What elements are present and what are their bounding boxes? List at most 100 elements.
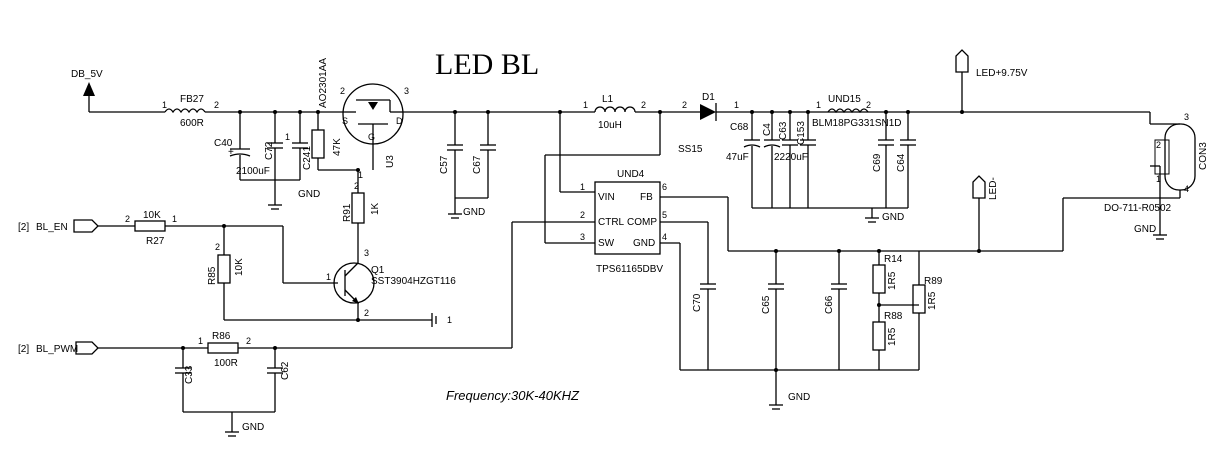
schematic-title: LED BL <box>435 48 539 81</box>
svg-text:2: 2 <box>641 100 646 110</box>
r88-resistor: R88 1R5 <box>872 303 919 370</box>
led-plus-port: LED+9.75V <box>955 49 1028 114</box>
svg-text:U3: U3 <box>385 155 396 168</box>
svg-text:1: 1 <box>816 100 821 110</box>
r86-resistor: R86 100R 1 2 <box>198 331 512 369</box>
r85-resistor: 2 R85 10K <box>207 224 245 320</box>
svg-text:C241: C241 <box>302 146 313 170</box>
svg-text:1: 1 <box>1156 174 1161 184</box>
r89-resistor: R89 1R5 <box>912 251 943 370</box>
svg-text:Q1: Q1 <box>371 265 385 276</box>
c57-cap: C57 <box>439 110 463 198</box>
gnd-c57-icon: GND <box>448 198 485 219</box>
svg-text:3: 3 <box>404 86 409 96</box>
svg-text:4: 4 <box>662 232 667 242</box>
svg-text:CTRL: CTRL <box>598 217 625 228</box>
svg-text:3: 3 <box>580 232 585 242</box>
q1-npn: 1 2 3 Q1 SST3904HZGT116 <box>326 248 456 320</box>
bl-pwm-port: [2] BL_PWM <box>18 341 208 355</box>
svg-text:C40: C40 <box>214 138 233 149</box>
c65-cap: C65 <box>761 249 784 370</box>
r14-resistor: R14 1R5 <box>872 249 903 322</box>
svg-text:R88: R88 <box>884 311 903 322</box>
svg-text:D: D <box>396 116 403 126</box>
gnd-fb-icon: GND <box>769 368 810 410</box>
r47k-resistor: 47K <box>311 110 358 171</box>
svg-text:2: 2 <box>246 336 251 346</box>
svg-text:R91: R91 <box>342 203 353 222</box>
svg-text:47K: 47K <box>332 138 343 156</box>
svg-text:BL_EN: BL_EN <box>36 222 68 233</box>
svg-text:C33: C33 <box>184 365 195 384</box>
svg-text:1: 1 <box>198 336 203 346</box>
svg-text:2: 2 <box>215 242 220 252</box>
svg-text:1K: 1K <box>370 202 381 215</box>
und4-ic: UND4 TPS61165DBV VIN CTRL SW FB COMP GND… <box>580 169 667 275</box>
svg-text:GND: GND <box>1134 224 1156 235</box>
svg-text:R27: R27 <box>146 236 165 247</box>
fb27-value: 600R <box>180 118 204 129</box>
svg-text:C66: C66 <box>824 295 835 314</box>
c68-cap: C68 47uF <box>726 110 761 208</box>
svg-text:SS15: SS15 <box>678 144 703 155</box>
vin-net-label: DB_5V <box>71 69 103 80</box>
svg-text:C69: C69 <box>872 153 883 172</box>
svg-text:C153: C153 <box>796 121 807 145</box>
svg-text:2: 2 <box>354 181 359 191</box>
svg-text:2: 2 <box>364 308 369 318</box>
svg-text:1: 1 <box>580 182 585 192</box>
u3-pmos: S D G 2 3 1 AO2301AA U3 <box>318 58 409 180</box>
c72-cap: C72 1 <box>264 110 290 205</box>
svg-text:5: 5 <box>662 210 667 220</box>
svg-text:SST3904HZGT116: SST3904HZGT116 <box>371 276 456 287</box>
svg-text:LED+9.75V: LED+9.75V <box>976 68 1028 79</box>
svg-text:C63: C63 <box>778 121 789 140</box>
svg-text:C72: C72 <box>264 141 275 160</box>
svg-text:R85: R85 <box>207 266 218 285</box>
c69-cap: C69 <box>872 110 894 208</box>
svg-text:10uH: 10uH <box>598 120 622 131</box>
gnd-c72-icon: GND <box>268 189 320 210</box>
vin-arrow-icon <box>83 82 95 96</box>
svg-text:1R5: 1R5 <box>887 327 898 346</box>
c67-cap: C67 <box>472 110 496 198</box>
svg-text:+: + <box>228 147 234 158</box>
r27-resistor: 2 1 10K R27 <box>125 210 283 247</box>
svg-text:C62: C62 <box>280 361 291 380</box>
svg-text:2: 2 <box>866 100 871 110</box>
r91-resistor: 2 R91 1K <box>342 168 381 248</box>
svg-text:GND: GND <box>633 238 655 249</box>
svg-text:R14: R14 <box>884 254 903 265</box>
svg-text:2: 2 <box>340 86 345 96</box>
svg-text:3: 3 <box>364 248 369 258</box>
svg-text:GND: GND <box>298 189 320 200</box>
gnd-con-icon: GND <box>1134 224 1167 240</box>
c33-cap: C33 <box>175 346 195 412</box>
l1-inductor: 1 2 L1 10uH <box>558 94 700 131</box>
svg-text:C70: C70 <box>692 293 703 312</box>
c62-cap: C62 <box>267 346 291 412</box>
svg-text:UND4: UND4 <box>617 169 645 180</box>
svg-text:VIN: VIN <box>598 192 615 203</box>
svg-text:TPS61165DBV: TPS61165DBV <box>596 264 663 275</box>
svg-text:1: 1 <box>326 272 331 282</box>
svg-text:BL_PWM: BL_PWM <box>36 344 78 355</box>
svg-text:1: 1 <box>162 100 167 110</box>
svg-text:[2]: [2] <box>18 222 29 233</box>
svg-text:2: 2 <box>1156 140 1161 150</box>
svg-text:100R: 100R <box>214 358 238 369</box>
svg-text:CON3: CON3 <box>1198 142 1209 170</box>
svg-text:G: G <box>368 132 375 142</box>
svg-text:1: 1 <box>447 315 452 325</box>
c241-cap: C241 <box>292 110 313 180</box>
svg-text:C64: C64 <box>896 153 907 172</box>
svg-text:SW: SW <box>598 238 615 249</box>
svg-text:3: 3 <box>1184 112 1189 122</box>
svg-text:GND: GND <box>242 422 264 433</box>
gnd-out-icon: GND <box>865 208 904 223</box>
svg-text:2: 2 <box>214 100 219 110</box>
gnd-q1-icon: 1 <box>431 313 452 327</box>
svg-text:2220uF: 2220uF <box>774 152 808 163</box>
svg-text:6: 6 <box>662 182 667 192</box>
